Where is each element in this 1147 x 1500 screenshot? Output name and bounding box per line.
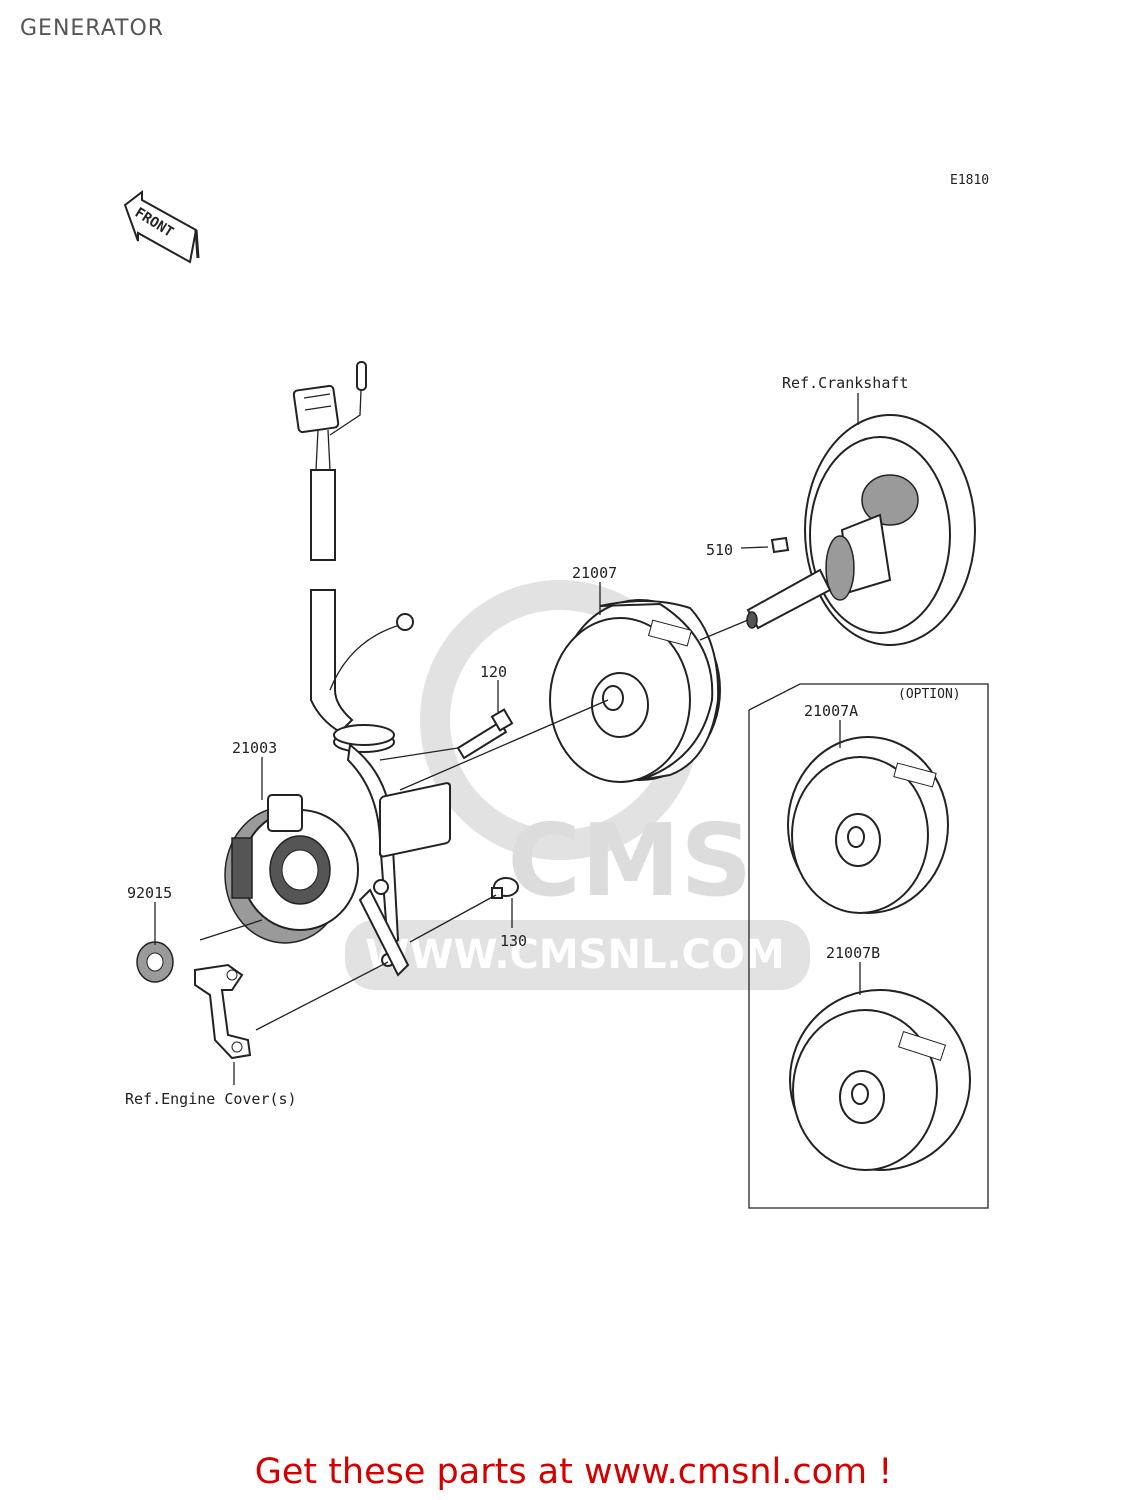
get-parts-link[interactable]: Get these parts at www.cmsnl.com ! [254, 1452, 893, 1492]
callout-labels: Ref.Crankshaft 510 21007 120 21003 92015… [125, 374, 908, 1108]
callout-21007b: 21007B [826, 944, 880, 962]
bracket-icon [194, 963, 252, 1060]
front-arrow-icon: FRONT [123, 189, 200, 264]
callout-510: 510 [706, 541, 733, 559]
stator-21003 [224, 743, 451, 977]
callout-21007a: 21007A [804, 702, 858, 720]
flywheel-21007b [789, 989, 971, 1171]
callout-130: 130 [500, 932, 527, 950]
flywheel-21007 [549, 599, 721, 783]
callout-92015: 92015 [127, 884, 172, 902]
page-title: GENERATOR [20, 16, 165, 41]
diagram-code: E1810 [950, 173, 989, 188]
bolt-120-icon [456, 708, 514, 760]
bolt-130-icon [491, 877, 519, 899]
callout-21003: 21003 [232, 739, 277, 757]
flywheel-21007a [787, 736, 949, 914]
leader-lines [154, 393, 861, 1085]
callout-ref-crankshaft: Ref.Crankshaft [782, 374, 908, 392]
option-box: (OPTION) [748, 683, 989, 1209]
watermark-logo: CMS [508, 802, 753, 919]
callout-120: 120 [480, 663, 507, 681]
callout-ref-engine-cover: Ref.Engine Cover(s) [125, 1090, 297, 1108]
watermark-url: WWW.CMSNL.COM [365, 932, 785, 978]
option-label: (OPTION) [898, 687, 961, 702]
crankshaft-ref [746, 414, 976, 646]
nut-92015-icon [136, 941, 174, 983]
wiring-harness [292, 361, 414, 753]
callout-21007: 21007 [572, 564, 617, 582]
